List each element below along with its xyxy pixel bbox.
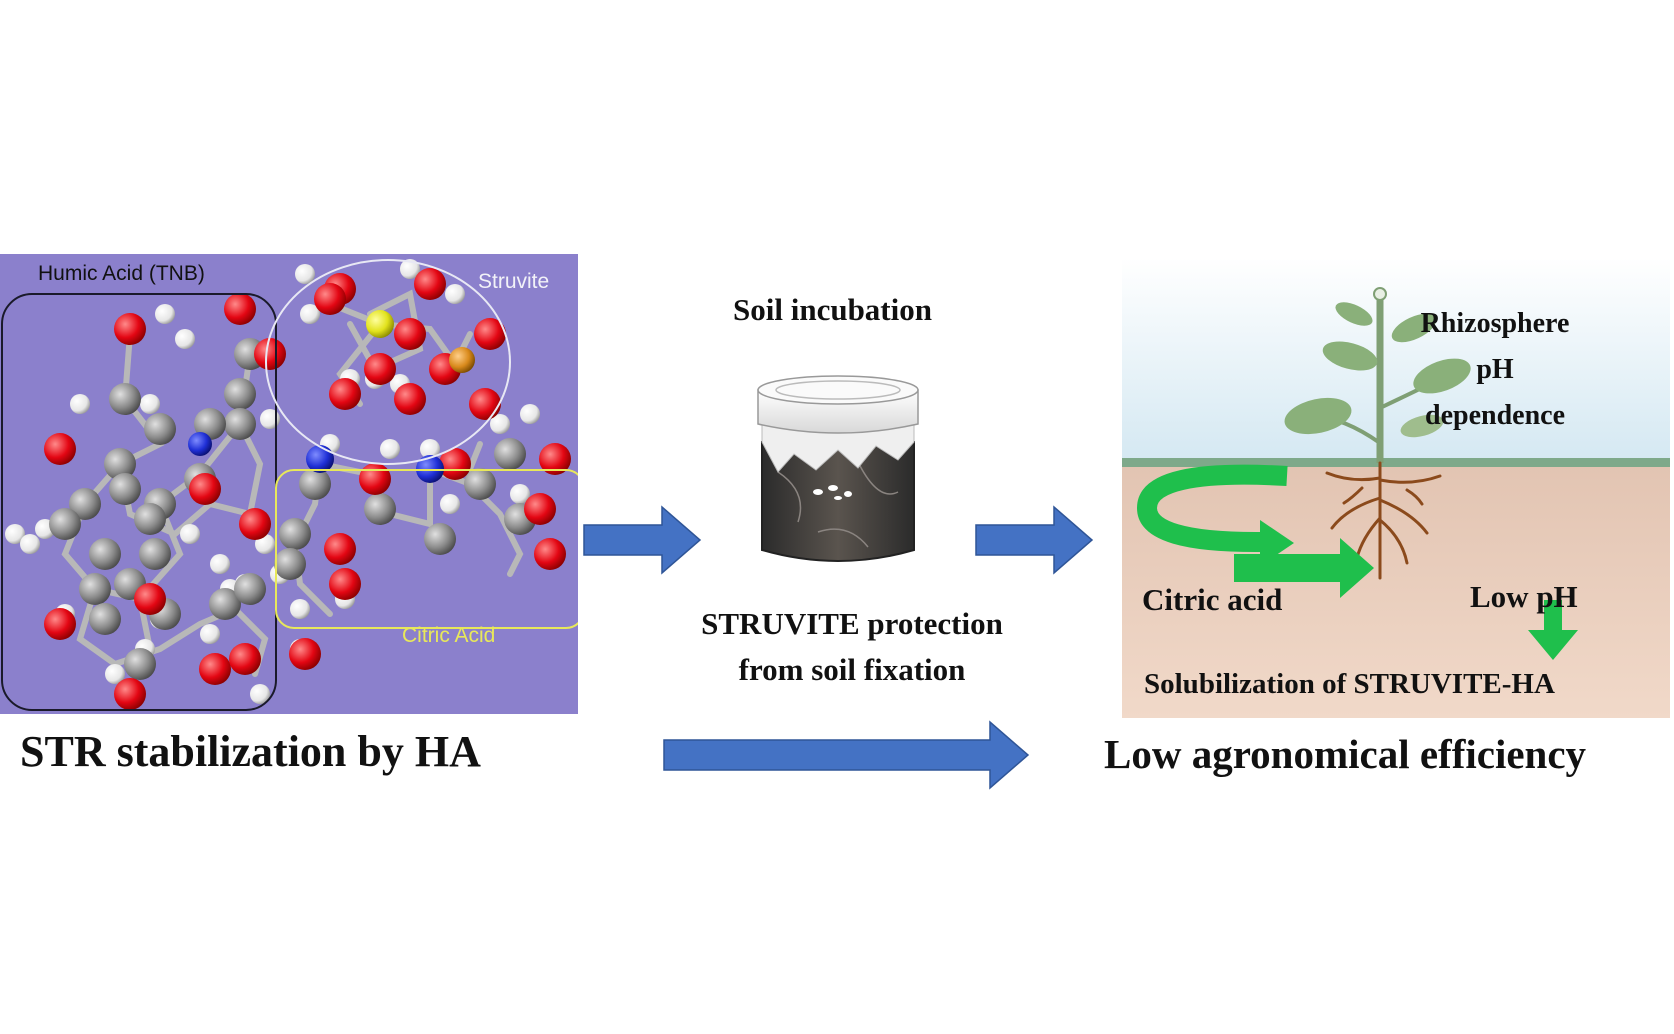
rhizosphere-panel: Rhizosphere pH dependence Citric acid Lo… xyxy=(1122,258,1670,718)
green-down-arrow xyxy=(1528,600,1578,660)
citric-acid-outline xyxy=(275,469,578,629)
soil-area xyxy=(1122,463,1670,718)
arrow-to-efficiency xyxy=(663,720,1030,790)
plant-illustration xyxy=(1122,258,1670,718)
arrow-to-rhizosphere xyxy=(975,505,1094,575)
citric-acid-text: Citric acid xyxy=(1142,582,1283,617)
sky-area xyxy=(1122,258,1670,463)
plant-shoot xyxy=(1284,287,1471,463)
soil-jar-icon xyxy=(757,375,919,562)
humic-acid-label: Humic Acid (TNB) xyxy=(38,262,205,285)
low-efficiency-caption: Low agronomical efficiency xyxy=(1104,731,1587,777)
phosphorus-atom xyxy=(449,347,475,373)
green-right-arrow xyxy=(1234,538,1374,598)
str-stabilization-caption: STR stabilization by HA xyxy=(20,727,481,776)
struvite-label: Struvite xyxy=(478,270,550,293)
molecule-panel: Humic Acid (TNB) Struvite Citric Acid xyxy=(0,254,578,714)
nitrogen-atoms xyxy=(188,432,444,483)
plant-roots xyxy=(1325,461,1442,580)
hydrogen-atoms xyxy=(5,259,540,704)
circular-green-arrow xyxy=(1136,464,1288,553)
solubilization-text: Solubilization of STRUVITE-HA xyxy=(1144,668,1555,700)
struvite-outline xyxy=(265,259,511,465)
struvite-protection-line2: from soil fixation xyxy=(738,652,966,687)
rhizosphere-line2: pH xyxy=(1476,354,1514,385)
soil-incubation-title: Soil incubation xyxy=(733,292,932,327)
rhizosphere-line1: Rhizosphere xyxy=(1420,308,1570,339)
struvite-protection-line1: STRUVITE protection xyxy=(701,606,1003,641)
citric-acid-label: Citric Acid xyxy=(402,624,496,647)
molecule-structure xyxy=(1,259,578,711)
ground-line xyxy=(1122,458,1670,467)
low-ph-text: Low pH xyxy=(1470,579,1578,614)
arrow-to-incubation xyxy=(583,505,702,575)
rhizosphere-line3: dependence xyxy=(1425,400,1565,431)
magnesium-atom xyxy=(366,310,394,338)
